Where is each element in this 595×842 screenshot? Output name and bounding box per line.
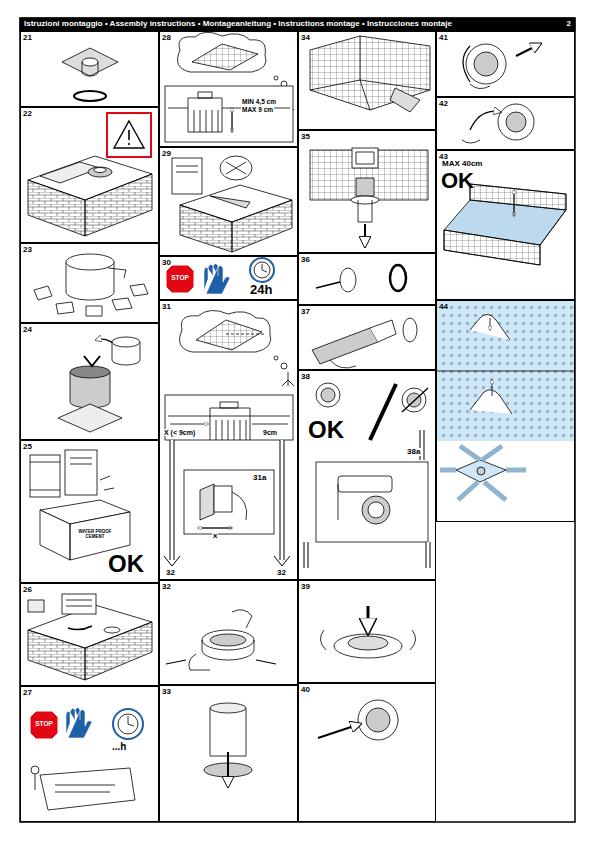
step-number: 30 (162, 258, 171, 267)
step-number: 29 (162, 149, 171, 158)
dimension: 9cm (262, 429, 278, 436)
step-number: 32 (162, 582, 171, 591)
step-number: 23 (23, 245, 32, 254)
time-label: ...h (112, 742, 126, 752)
sub-step: 38a (406, 448, 421, 456)
sub-step: 31a (252, 474, 267, 482)
step-panel: 32 (159, 580, 298, 685)
product-label: WATER PROOF CEMENT (72, 530, 118, 539)
step-number: 35 (301, 132, 310, 141)
step-panel: 38 (298, 370, 436, 580)
step-panel: 41 (436, 31, 575, 97)
step-panel: 42 (436, 97, 575, 150)
step-panel: 22 (20, 107, 159, 243)
dimension: X (< 9cm) (163, 429, 196, 436)
step-number: 40 (301, 685, 310, 694)
step-number: 28 (162, 33, 171, 42)
header-title: Istruzioni montaggio • Assembly instruct… (24, 20, 452, 28)
step-number: 26 (23, 585, 32, 594)
step-number: 41 (439, 33, 448, 42)
step-number: 42 (439, 99, 448, 108)
stop-sign: STOP (35, 721, 53, 728)
step-panel: 36 (298, 253, 436, 305)
ok-mark: OK (441, 170, 474, 192)
step-number: 33 (162, 687, 171, 696)
step-panel: 40 (298, 683, 436, 822)
dimension: x (212, 532, 218, 540)
step-number: 38 (301, 372, 310, 381)
step-number: 39 (301, 582, 310, 591)
step-panel: 29 (159, 147, 298, 256)
step-panel: 21 (20, 31, 159, 107)
step-panel: 34 (298, 31, 436, 130)
ok-mark: OK (108, 552, 144, 576)
step-number: 36 (301, 255, 310, 264)
step-panel: 37 (298, 305, 436, 370)
dimension: MIN 4,5 cm (241, 99, 277, 106)
step-number: 34 (301, 33, 310, 42)
step-panel: 24 (20, 323, 159, 440)
step-panel: 44 (436, 300, 575, 522)
step-number: 37 (301, 307, 310, 316)
step-panel: 39 (298, 580, 436, 683)
step-panel: 35 (298, 130, 436, 253)
step-number: 22 (23, 109, 32, 118)
step-number: 24 (23, 325, 32, 334)
stop-sign: STOP (171, 275, 189, 282)
step-number: 27 (23, 688, 32, 697)
step-panel: 23 (20, 243, 159, 323)
dimension: MAX 9 cm (241, 107, 274, 114)
dimension: MAX 40cm (441, 160, 483, 168)
step-number: 21 (23, 33, 32, 42)
step-panel: 27 (20, 686, 159, 822)
next-step: 32 (276, 569, 287, 577)
step-number: 44 (439, 302, 448, 311)
time-label: 24h (250, 283, 272, 296)
ok-mark: OK (308, 418, 344, 442)
step-panel: 33 (159, 685, 298, 822)
step-panel: 28 (159, 31, 298, 147)
page-number: 2 (567, 20, 571, 28)
step-panel: 26 (20, 583, 159, 686)
step-number: 31 (162, 302, 171, 311)
step-number: 25 (23, 442, 32, 451)
next-step: 32 (165, 569, 176, 577)
step-panel: 31 (159, 300, 298, 580)
